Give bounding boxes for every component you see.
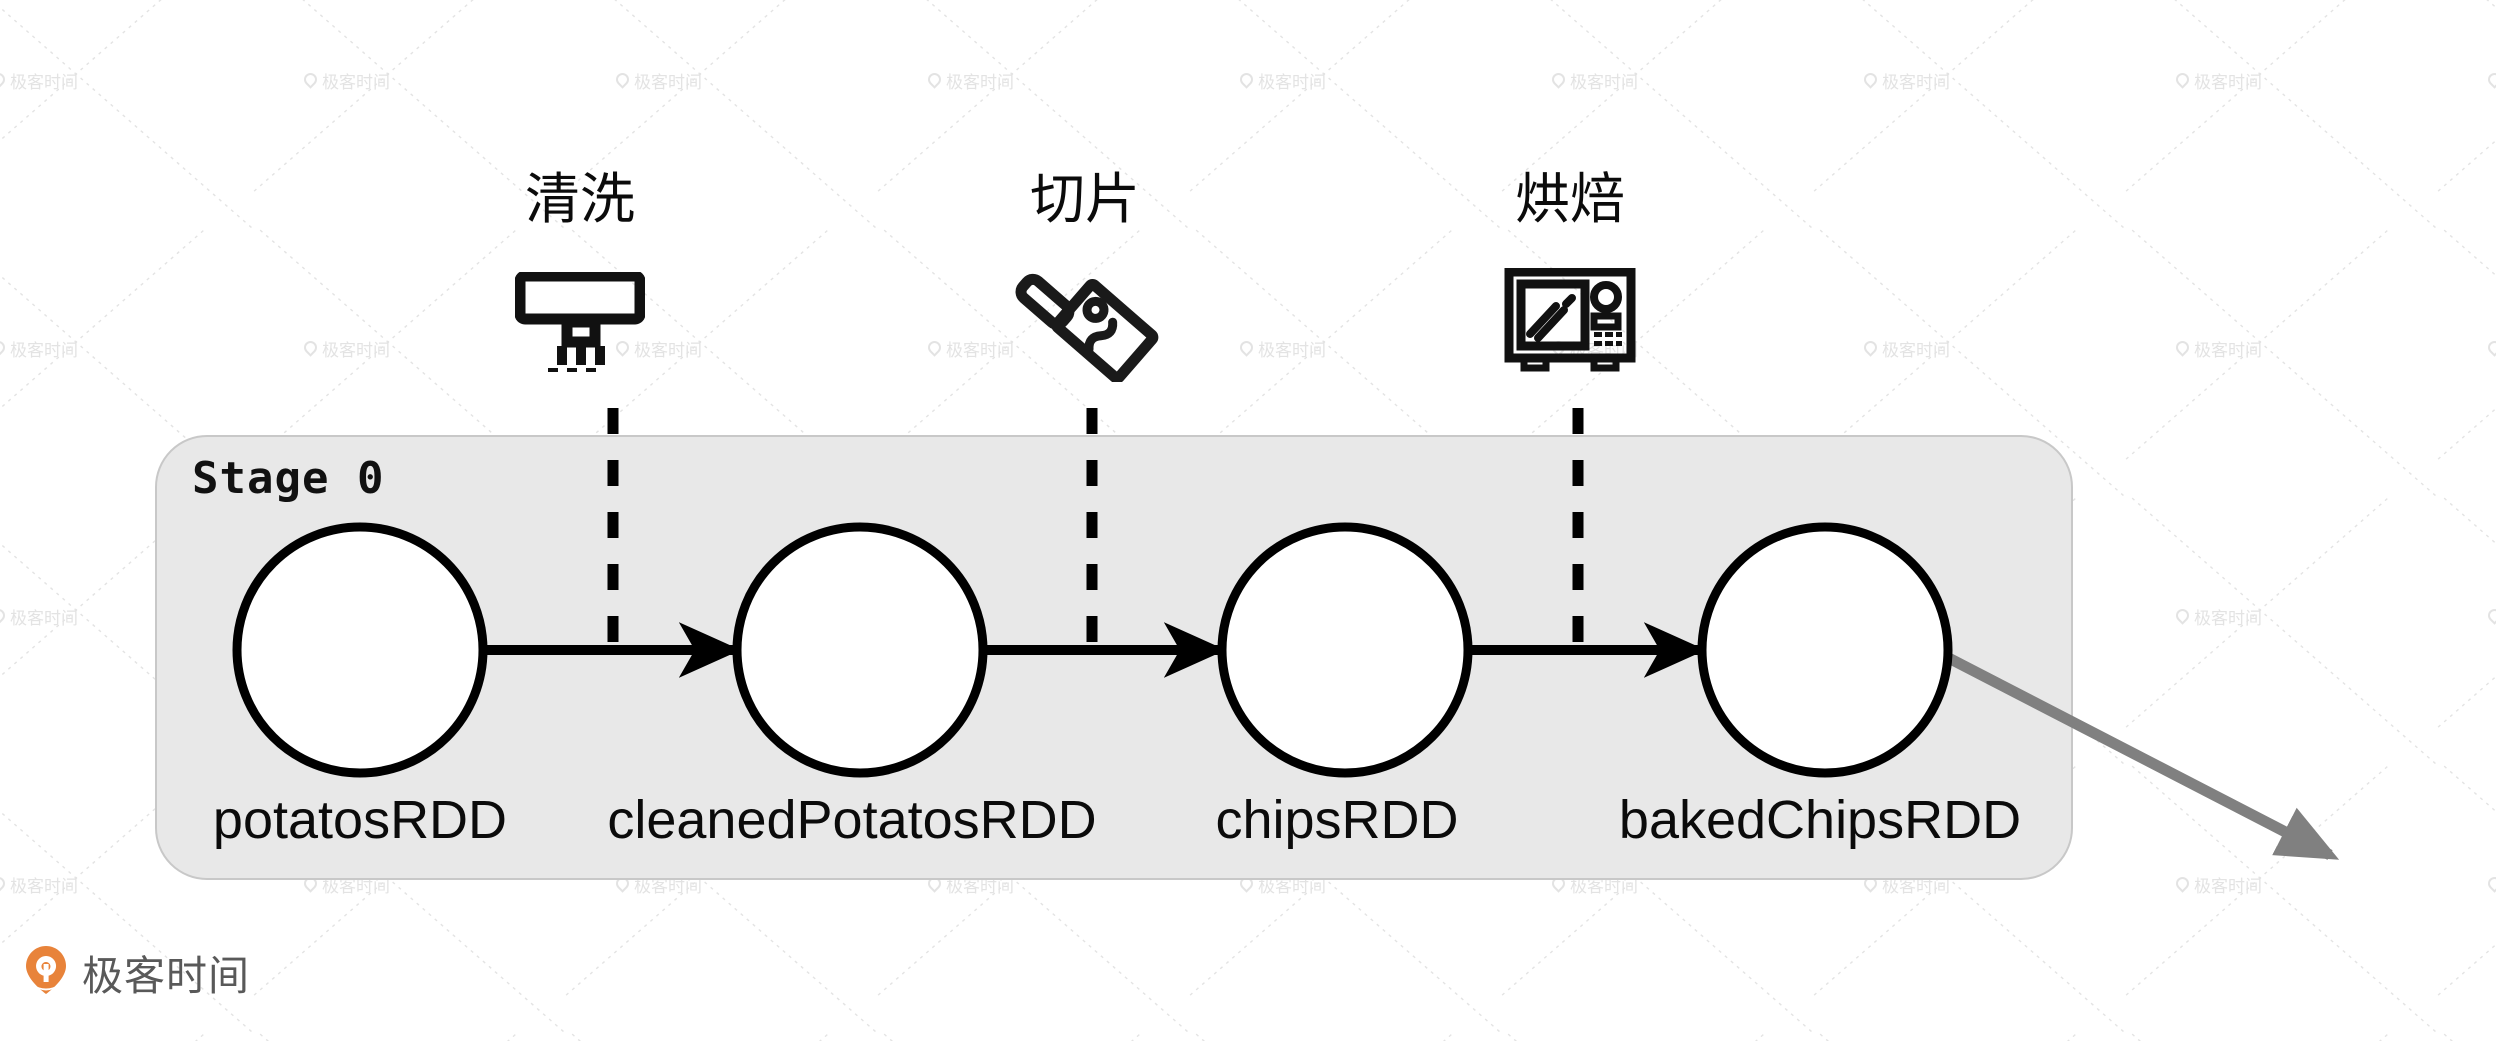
rdd-label-chips: chipsRDD: [1215, 790, 1459, 850]
rdd-label-bakedchips: bakedChipsRDD: [1618, 790, 2022, 850]
rdd-label-potatos: potatosRDD: [212, 790, 508, 850]
operation-label-slice: 切片: [1029, 167, 1141, 231]
stage-label: Stage 0: [192, 453, 385, 504]
rdd-label-cleanedpotatos: cleanedPotatosRDD: [607, 790, 1097, 850]
brand-name: 极客时间: [82, 952, 250, 1000]
geektime-pin-icon: [24, 944, 68, 1001]
brand-logo: 极客时间: [24, 942, 250, 1002]
oven-icon: [1504, 267, 1636, 379]
washer-icon: [514, 270, 646, 387]
rdd-node: [1697, 522, 1953, 778]
operation-label-wash: 清洗: [524, 167, 636, 231]
cleaver-icon: [1010, 262, 1160, 387]
rdd-node: [732, 522, 988, 778]
rdd-node: [232, 522, 488, 778]
rdd-node: [1217, 522, 1473, 778]
operation-label-bake: 烘焙: [1514, 167, 1626, 231]
